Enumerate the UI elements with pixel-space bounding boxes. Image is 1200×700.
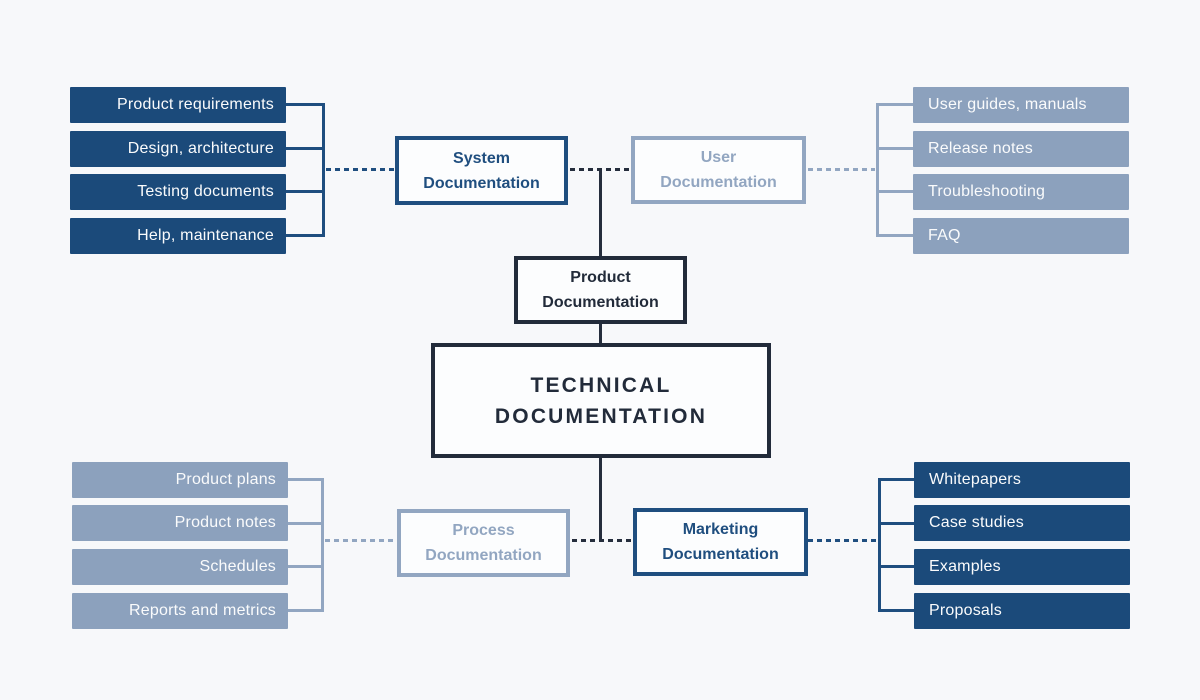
bracket-line <box>321 478 324 612</box>
process-item-product-plans: Product plans <box>72 462 288 498</box>
node-product-documentation: Product Documentation <box>514 256 687 324</box>
dotted-link <box>808 539 877 542</box>
trunk-line <box>599 458 602 541</box>
trunk-line <box>599 170 602 256</box>
marketing-item-case-studies: Case studies <box>914 505 1130 541</box>
system-item-design-architecture: Design, architecture <box>70 131 286 167</box>
connector-line <box>878 478 914 481</box>
node-marketing-documentation: Marketing Documentation <box>633 508 808 576</box>
connector-line <box>878 565 914 568</box>
marketing-item-whitepapers: Whitepapers <box>914 462 1130 498</box>
dotted-link <box>570 168 631 171</box>
diagram-title: TECHNICAL DOCUMENTATION <box>494 373 708 428</box>
user-item-user-guides: User guides, manuals <box>913 87 1129 123</box>
process-item-reports-and-metrics: Reports and metrics <box>72 593 288 629</box>
bracket-line <box>322 103 325 237</box>
connector-line <box>286 234 325 237</box>
user-item-troubleshooting: Troubleshooting <box>913 174 1129 210</box>
node-label: Marketing Documentation <box>662 521 779 563</box>
dotted-link <box>325 539 397 542</box>
user-item-release-notes: Release notes <box>913 131 1129 167</box>
marketing-item-proposals: Proposals <box>914 593 1130 629</box>
system-item-testing-documents: Testing documents <box>70 174 286 210</box>
connector-line <box>878 522 914 525</box>
node-technical-documentation-root: TECHNICAL DOCUMENTATION <box>431 343 771 458</box>
node-label: Process Documentation <box>425 522 542 564</box>
node-user-documentation: User Documentation <box>631 136 806 204</box>
connector-line <box>288 565 324 568</box>
node-label: Product Documentation <box>542 269 659 311</box>
connector-line <box>286 103 325 106</box>
system-item-help-maintenance: Help, maintenance <box>70 218 286 254</box>
connector-line <box>288 478 324 481</box>
process-item-product-notes: Product notes <box>72 505 288 541</box>
connector-line <box>288 609 324 612</box>
connector-line <box>876 190 913 193</box>
connector-line <box>286 147 325 150</box>
connector-line <box>288 522 324 525</box>
process-item-schedules: Schedules <box>72 549 288 585</box>
bracket-line <box>876 103 879 237</box>
connector-line <box>876 103 913 106</box>
node-system-documentation: System Documentation <box>395 136 568 205</box>
connector-line <box>286 190 325 193</box>
user-item-faq: FAQ <box>913 218 1129 254</box>
system-item-product-requirements: Product requirements <box>70 87 286 123</box>
bracket-line <box>878 478 881 612</box>
connector-line <box>878 609 914 612</box>
marketing-item-examples: Examples <box>914 549 1130 585</box>
connector-line <box>876 234 913 237</box>
dotted-link <box>326 168 395 171</box>
dotted-link <box>808 168 875 171</box>
node-label: User Documentation <box>660 149 777 191</box>
dotted-link <box>572 539 633 542</box>
node-label: System Documentation <box>423 149 540 192</box>
node-process-documentation: Process Documentation <box>397 509 570 577</box>
trunk-line <box>599 324 602 343</box>
connector-line <box>876 147 913 150</box>
